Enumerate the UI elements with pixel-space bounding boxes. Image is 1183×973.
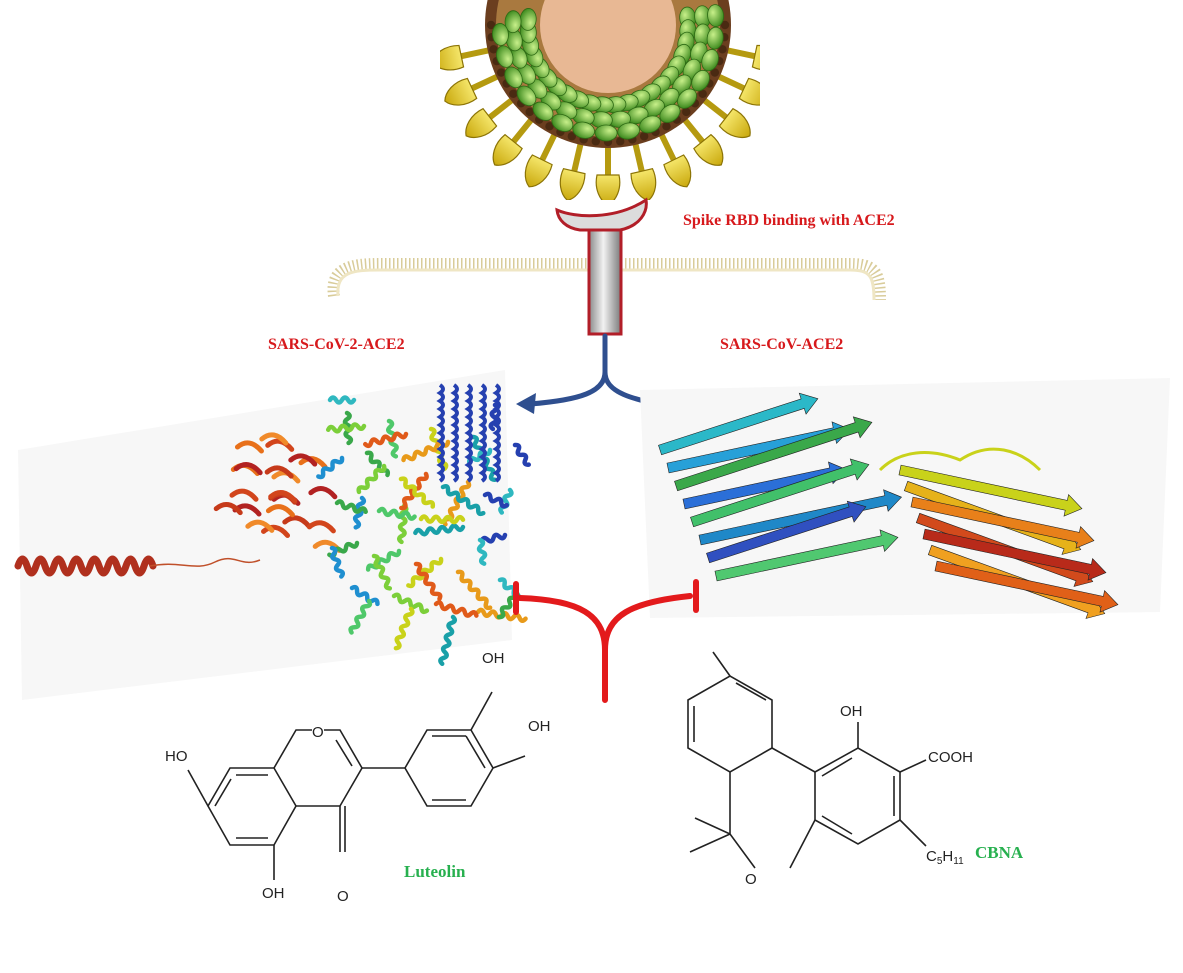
virus-particle — [440, 0, 760, 200]
cbna-ring-oxygen: O — [745, 871, 757, 888]
spike-protein — [700, 96, 751, 139]
cbna-oh: OH — [840, 703, 863, 720]
luteolin-oh-top: OH — [482, 650, 505, 667]
luteolin-structure — [187, 691, 526, 880]
luteolin-keto-oxygen: O — [337, 888, 349, 905]
cbna-pentyl: C5H11 — [926, 848, 964, 867]
spike-proteins — [440, 44, 760, 200]
cbna-label: CBNA — [975, 843, 1024, 862]
spike-protein — [559, 141, 586, 200]
ace2-receptor — [555, 197, 648, 336]
cbna-structure — [687, 651, 927, 869]
receptor-stem — [587, 228, 623, 336]
cbna-cooh: COOH — [928, 749, 973, 766]
viral-core — [540, 0, 676, 93]
arrow-head-left — [516, 393, 536, 414]
spike-protein — [440, 44, 492, 71]
spike-protein — [524, 131, 559, 188]
cell-membrane — [327, 258, 886, 301]
luteolin-oh-bottom: OH — [262, 885, 285, 902]
luteolin-ho-left: HO — [165, 748, 188, 765]
spike-protein — [657, 131, 692, 188]
sars-cov-2-ace2-label: SARS-CoV-2-ACE2 — [268, 336, 405, 353]
inhibition-symbol — [513, 579, 699, 703]
sars-cov-ace2-label: SARS-CoV-ACE2 — [720, 336, 844, 353]
spike-protein — [492, 116, 535, 166]
sars-cov-ace2-structure — [640, 378, 1170, 619]
spike-protein — [724, 44, 760, 71]
spike-protein — [465, 96, 516, 139]
sars-cov-2-ace2-structure — [14, 370, 532, 700]
luteolin-label: Luteolin — [404, 862, 466, 881]
luteolin-oh-right: OH — [528, 718, 551, 735]
spike-protein — [681, 116, 724, 166]
luteolin-ring-oxygen: O — [312, 724, 324, 741]
spike-protein — [630, 141, 657, 200]
rbd-cap — [555, 197, 648, 232]
spike-protein — [444, 72, 501, 106]
spike-protein — [715, 72, 760, 106]
nucleocapsid-ring — [491, 4, 725, 142]
spike-rbd-label: Spike RBD binding with ACE2 — [683, 212, 895, 229]
spike-protein — [595, 145, 621, 200]
